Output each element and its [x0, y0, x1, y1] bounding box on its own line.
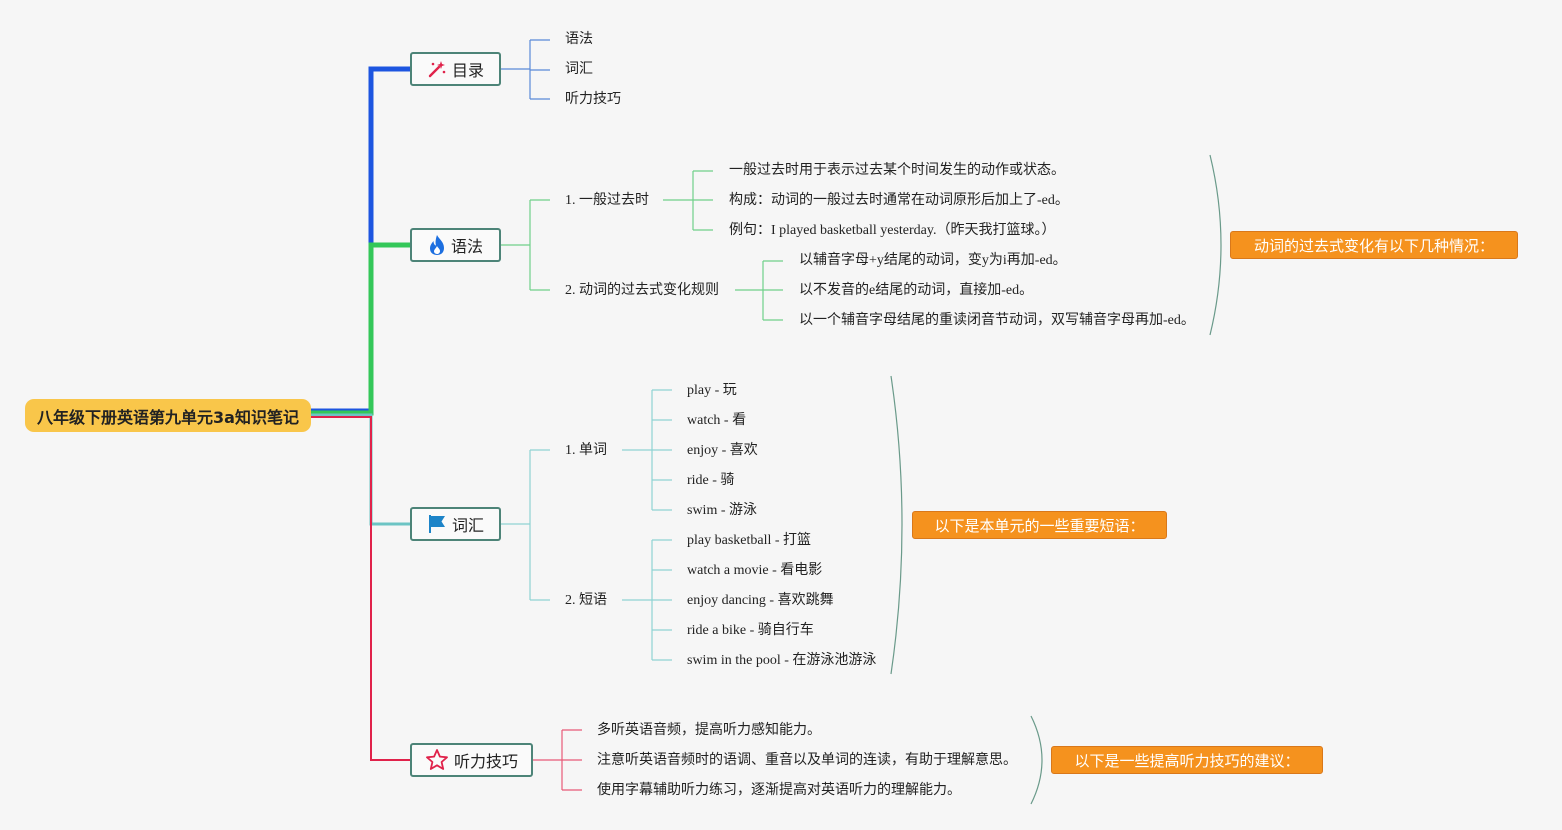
topic-contents[interactable]: 目录 [410, 52, 501, 86]
root-topic[interactable]: 八年级下册英语第九单元3a知识笔记 [25, 399, 311, 432]
flag-icon [427, 514, 447, 534]
grammar-subtopic-rules[interactable]: 2. 动词的过去式变化规则 [565, 283, 719, 298]
vocab-summary-brace [890, 375, 903, 675]
grammar-rule-item[interactable]: 以不发音的e结尾的动词，直接加-ed。 [799, 283, 1034, 298]
contents-item[interactable]: 词汇 [565, 62, 593, 77]
grammar-past-tense-item[interactable]: 例句：I played basketball yesterday.（昨天我打篮球… [729, 223, 1056, 238]
grammar-past-tense-item[interactable]: 一般过去时用于表示过去某个时间发生的动作或状态。 [729, 163, 1065, 178]
contents-item[interactable]: 语法 [565, 32, 593, 47]
vocab-word-item[interactable]: swim - 游泳 [687, 503, 757, 518]
grammar-past-tense-item[interactable]: 构成：动词的一般过去时通常在动词原形后加上了-ed。 [729, 193, 1069, 208]
listening-child-lines [532, 729, 582, 791]
vocab-word-item[interactable]: play - 玩 [687, 383, 737, 398]
grammar-rule-item[interactable]: 以辅音字母+y结尾的动词，变y为i再加-ed。 [799, 253, 1067, 268]
vocab-phrase-item[interactable]: swim in the pool - 在游泳池游泳 [687, 653, 877, 668]
branch-line-contents [311, 66, 411, 414]
topic-label: 词汇 [451, 516, 484, 535]
vocab-subtopic-words[interactable]: 1. 单词 [565, 443, 607, 458]
topic-vocab[interactable]: 词汇 [410, 507, 501, 541]
vocab-child-lines [500, 389, 672, 661]
grammar-child-lines [500, 170, 783, 321]
summary-braces [890, 154, 1222, 805]
listening-tip-item[interactable]: 使用字幕辅助听力练习，逐渐提高对英语听力的理解能力。 [597, 783, 961, 798]
branch-line-listening [311, 416, 411, 761]
topic-listening[interactable]: 听力技巧 [410, 743, 533, 777]
listening-tip-item[interactable]: 多听英语音频，提高听力感知能力。 [597, 723, 821, 738]
vocab-phrase-item[interactable]: enjoy dancing - 喜欢跳舞 [687, 593, 834, 608]
fire-icon [428, 234, 446, 256]
vocab-summary[interactable]: 以下是本单元的一些重要短语： [912, 511, 1167, 539]
vocab-word-item[interactable]: watch - 看 [687, 413, 747, 428]
vocab-phrase-item[interactable]: watch a movie - 看电影 [687, 563, 823, 578]
topic-grammar[interactable]: 语法 [410, 228, 501, 262]
branch-line-grammar [311, 242, 411, 416]
listening-summary-brace [1030, 715, 1043, 805]
topic-label: 语法 [450, 237, 483, 256]
vocab-phrase-item[interactable]: ride a bike - 骑自行车 [687, 623, 814, 638]
branch-line-vocab [311, 413, 411, 526]
listening-summary[interactable]: 以下是一些提高听力技巧的建议： [1051, 746, 1323, 774]
contents-child-lines [500, 39, 550, 100]
grammar-summary-brace [1209, 154, 1222, 336]
topic-label: 听力技巧 [453, 752, 518, 771]
grammar-rule-item[interactable]: 以一个辅音字母结尾的重读闭音节动词，双写辅音字母再加-ed。 [799, 313, 1195, 328]
listening-tip-item[interactable]: 注意听英语音频时的语调、重音以及单词的连读，有助于理解意思。 [597, 753, 1017, 768]
vocab-phrase-item[interactable]: play basketball - 打篮 [687, 533, 812, 548]
vocab-word-item[interactable]: ride - 骑 [687, 473, 735, 488]
vocab-word-item[interactable]: enjoy - 喜欢 [687, 443, 758, 458]
grammar-subtopic-past-tense[interactable]: 1. 一般过去时 [565, 193, 649, 208]
grammar-summary[interactable]: 动词的过去式变化有以下几种情况： [1230, 231, 1518, 259]
magic-wand-icon [427, 59, 447, 79]
vocab-subtopic-phrases[interactable]: 2. 短语 [565, 593, 607, 608]
contents-item[interactable]: 听力技巧 [565, 92, 621, 107]
topic-label: 目录 [451, 61, 484, 80]
star-icon [425, 748, 449, 772]
